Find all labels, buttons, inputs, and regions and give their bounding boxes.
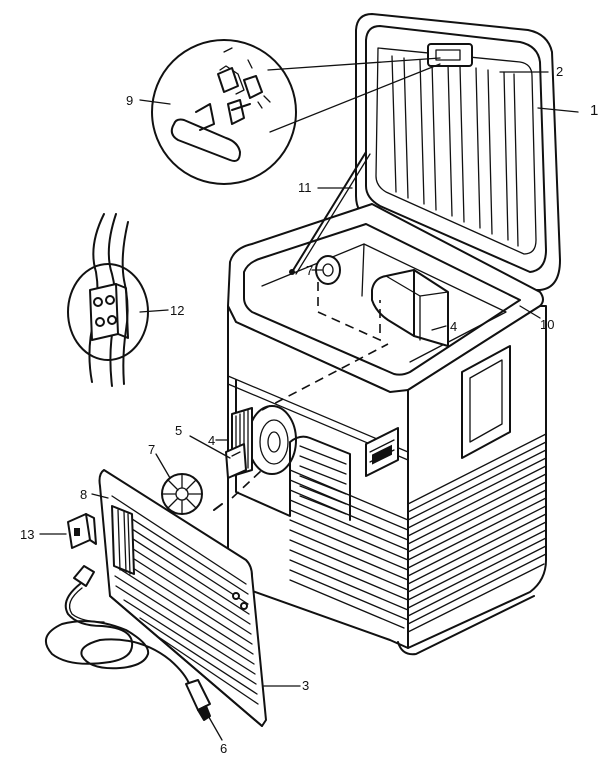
callout-6: 6 <box>220 741 228 756</box>
leader-5 <box>189 435 231 459</box>
callout-3: 3 <box>302 678 310 693</box>
leader-12 <box>139 309 169 313</box>
callout-4-lower: 4 <box>208 433 216 448</box>
callout-7-lower: 7 <box>148 442 156 457</box>
callout-11: 11 <box>298 180 312 195</box>
leader-10 <box>519 305 541 319</box>
fan-exploded <box>161 473 223 515</box>
leader-7b <box>155 453 171 479</box>
front-panel-assembly <box>98 469 267 727</box>
leader-1 <box>537 107 579 113</box>
bracket-part <box>225 443 247 479</box>
callout-2: 2 <box>556 64 564 79</box>
leader-9 <box>139 99 171 105</box>
power-cord <box>44 565 211 721</box>
leader-6 <box>205 711 223 741</box>
cooler-body <box>227 203 547 656</box>
latch-detail-circle <box>151 39 297 185</box>
callout-1: 1 <box>590 102 599 119</box>
lid-assembly <box>355 13 561 291</box>
leader-4a <box>431 325 447 331</box>
connector-detail-circle <box>67 213 149 387</box>
callout-12: 12 <box>170 303 185 318</box>
callout-13: 13 <box>20 527 35 542</box>
callout-9: 9 <box>126 93 134 108</box>
callout-8: 8 <box>80 487 88 502</box>
switch-part <box>67 513 97 549</box>
callout-4-upper: 4 <box>450 319 458 334</box>
leader-8 <box>91 493 109 499</box>
interior-parts <box>231 151 449 499</box>
leader-lines <box>39 57 579 741</box>
callout-7-upper: 7 <box>306 263 314 278</box>
callout-10: 10 <box>540 317 555 332</box>
callout-5: 5 <box>175 423 183 438</box>
